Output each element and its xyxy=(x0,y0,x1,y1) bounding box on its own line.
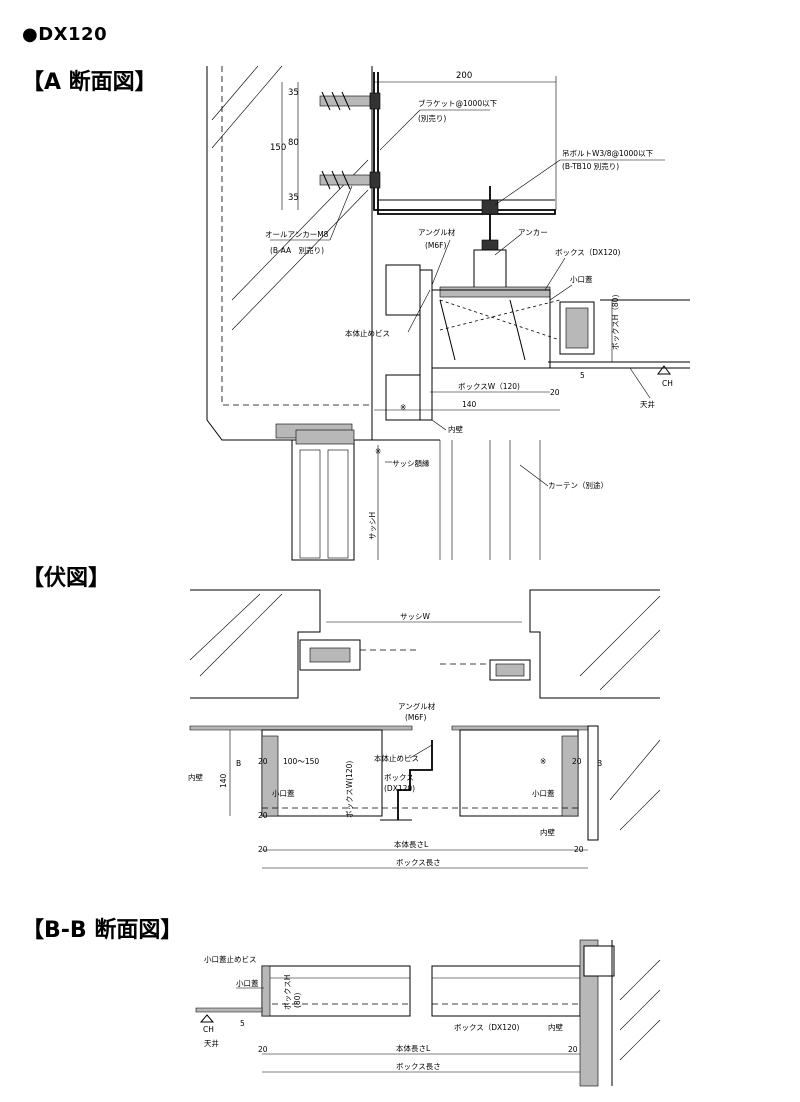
label-bolt: 吊ボルトW3/8@1000以下 xyxy=(562,149,654,158)
section-bb-drawing: 小口蓋止めビス 小口蓋 ボックスH (80) CH 5 天井 ボックス（DX12… xyxy=(195,939,661,1087)
plan-dim-20-c: 20 xyxy=(572,757,582,766)
label-all-anchor-sub: (B-AA 別売り) xyxy=(270,245,324,255)
plan-boxL: ボックス長さ xyxy=(396,858,441,867)
bb-label-lid-screw: 小口蓋止めビス xyxy=(204,954,257,964)
bb-label-ch: CH xyxy=(203,1025,214,1034)
section-plan-title: 【伏図】 xyxy=(22,566,111,591)
bb-label-lid: 小口蓋 xyxy=(236,978,259,988)
label-angle: アングル材 xyxy=(418,227,456,237)
dim-35-top: 35 xyxy=(288,88,299,98)
plan-lid-left: 小口蓋 xyxy=(272,788,295,798)
label-sashH: サッシH xyxy=(368,512,377,540)
dim-80: 80 xyxy=(288,138,299,148)
dim-140-a: 140 xyxy=(462,400,477,409)
label-sash-line: サッシ額縁 xyxy=(392,458,430,468)
dim-35-bottom: 35 xyxy=(288,193,299,203)
label-boxW: ボックスW（120) xyxy=(458,382,520,391)
bb-boxL: ボックス長さ xyxy=(396,1062,441,1071)
bb-label-box: ボックス（DX120) xyxy=(454,1023,520,1032)
product-title: ●DX120 xyxy=(22,24,108,45)
plan-b-right: B xyxy=(597,759,602,768)
label-ceiling-a: 天井 xyxy=(640,399,655,409)
plan-dim-20-b: 20 xyxy=(258,811,268,820)
plan-label-angle: アングル材 xyxy=(398,701,436,711)
plan-inner-wall-right: 内壁 xyxy=(540,827,555,837)
label-inner-wall-a: 内壁 xyxy=(448,424,463,434)
bb-dim-5: 5 xyxy=(240,1019,245,1028)
dim-150: 150 xyxy=(270,143,286,153)
bb-bodyL: 本体長さL xyxy=(396,1043,431,1053)
bb-label-inner-wall: 内壁 xyxy=(548,1022,563,1032)
label-curtain: カーテン（別途） xyxy=(548,480,608,490)
bb-dim-20-b: 20 xyxy=(568,1045,578,1054)
label-bracket: ブラケット@1000以下 xyxy=(418,98,498,108)
dim-20-a: 20 xyxy=(550,388,560,397)
plan-dim-20-a: 20 xyxy=(258,757,268,766)
plan-label-box-sub: (DX120) xyxy=(384,784,415,793)
anchor-bolt-top xyxy=(319,91,381,111)
plan-label-screw: 本体止めビス xyxy=(374,753,419,763)
label-screw: 本体止めビス xyxy=(345,328,390,338)
plan-drawing: サッシW アングル材 (M6F) 本体止めビス ボックス (DX120) 100… xyxy=(188,589,661,869)
plan-dim-140: 140 xyxy=(219,773,228,788)
bb-label-boxH: ボックスH xyxy=(283,975,292,1010)
mark-a1: ※ xyxy=(400,403,406,412)
plan-dim-20-e: 20 xyxy=(574,845,584,854)
bb-label-ceiling: 天井 xyxy=(204,1038,219,1048)
label-bolt-sub: (B-TB10 別売り) xyxy=(562,161,619,171)
section-bb-title: 【B-B 断面図】 xyxy=(22,918,183,943)
label-lid: 小口蓋 xyxy=(570,274,593,284)
label-angle-sub: (M6F) xyxy=(425,241,446,250)
plan-lid-right: 小口蓋 xyxy=(532,788,555,798)
plan-label-range: 100～150 xyxy=(283,757,319,766)
plan-dim-20-d: 20 xyxy=(258,845,268,854)
label-bracket-sub: (別売り) xyxy=(418,113,446,123)
sash-frame xyxy=(291,429,355,561)
plan-label-boxW: ボックスW(120) xyxy=(345,761,354,818)
dim-5: 5 xyxy=(580,371,585,380)
plan-bodyL: 本体長さL xyxy=(394,839,429,849)
box-body xyxy=(385,264,561,421)
anchor-bolt-bottom xyxy=(319,170,381,190)
plan-label-box: ボックス xyxy=(384,773,414,782)
plan-mark: ※ xyxy=(540,757,546,766)
dim-200: 200 xyxy=(456,71,472,81)
label-anchor: アンカー xyxy=(518,228,548,237)
label-boxH: ボックスH（80) xyxy=(611,295,620,350)
label-box: ボックス（DX120) xyxy=(555,248,621,257)
label-sashW: サッシW xyxy=(400,612,430,621)
label-ch: CH xyxy=(662,379,673,388)
section-a-title: 【A 断面図】 xyxy=(22,70,157,95)
plan-b-left: B xyxy=(236,759,241,768)
plan-inner-wall-left: 内壁 xyxy=(188,772,203,782)
hanging-bolt xyxy=(473,186,507,291)
bb-dim-20-a: 20 xyxy=(258,1045,268,1054)
bb-label-boxH-sub: (80) xyxy=(293,993,302,1008)
plan-label-angle-sub: (M6F) xyxy=(405,713,426,722)
section-a-drawing: 200 150 35 80 35 ブラケット@1000以下 (別売り) 吊ボルト… xyxy=(206,65,690,561)
label-all-anchor: オールアンカーM8 xyxy=(265,230,329,239)
